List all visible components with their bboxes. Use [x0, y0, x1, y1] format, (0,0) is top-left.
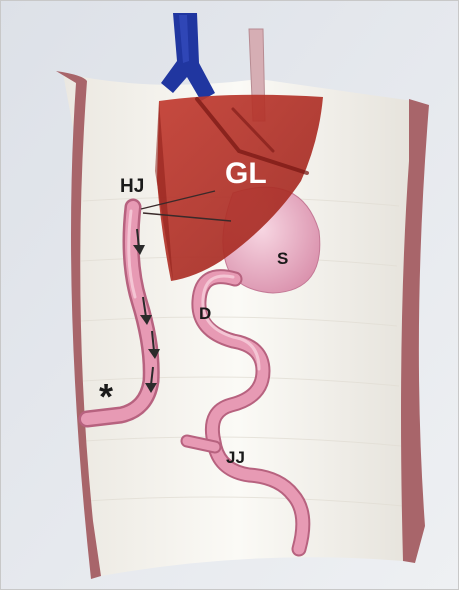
label-gl: GL [225, 157, 267, 190]
asterisk-icon: * [99, 376, 113, 417]
label-jj: JJ [226, 448, 245, 467]
label-s: S [277, 249, 288, 268]
label-hj: HJ [120, 176, 144, 197]
label-d: D [199, 304, 211, 323]
